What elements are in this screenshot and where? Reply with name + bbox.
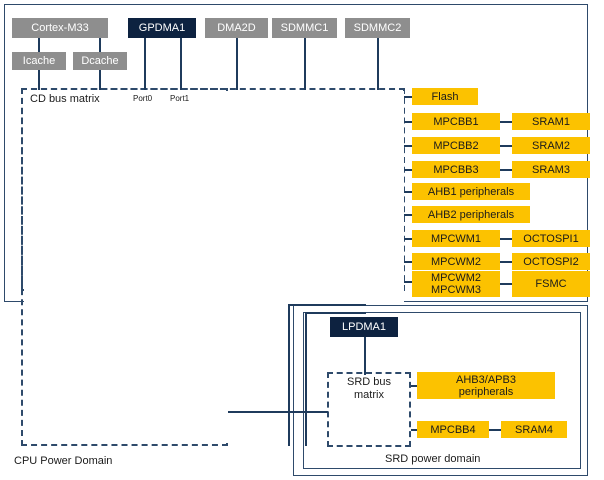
line-lpdma1-bus-top-b bbox=[305, 312, 366, 314]
line-lpdma1-to-srd-bus bbox=[364, 337, 366, 375]
block-sram2[interactable]: SRAM2 bbox=[512, 137, 590, 154]
line-cd-to-mpcbb3 bbox=[404, 169, 414, 171]
block-mpcwm2[interactable]: MPCWM2 bbox=[412, 253, 500, 270]
line-cd-to-mpcbb2 bbox=[404, 145, 414, 147]
line-cd-to-mpcbb1 bbox=[404, 121, 414, 123]
block-ahb2-peripherals[interactable]: AHB2 peripherals bbox=[412, 206, 530, 223]
block-fsmc[interactable]: FSMC bbox=[512, 271, 590, 297]
line-cd-to-mpcwm2 bbox=[404, 261, 414, 263]
label-port0: Port0 bbox=[133, 94, 153, 103]
line-mpcbb4-to-sram4 bbox=[489, 429, 501, 431]
line-mpcwm-to-fsmc bbox=[500, 283, 512, 285]
block-octospi1[interactable]: OCTOSPI1 bbox=[512, 230, 590, 247]
srd-bus-matrix-region bbox=[327, 372, 411, 447]
cpu-power-domain-label: CPU Power Domain bbox=[14, 455, 113, 467]
block-dma2d[interactable]: DMA2D bbox=[205, 18, 268, 38]
block-sdmmc1[interactable]: SDMMC1 bbox=[272, 18, 337, 38]
line-cd-to-mpcwm2-mpcwm3 bbox=[404, 281, 414, 283]
line-cd-to-ahb2-peripherals bbox=[404, 214, 414, 216]
line-srd-to-mpcbb4 bbox=[411, 429, 421, 431]
line-lpdma1-bus-top-a bbox=[288, 304, 366, 306]
line-dma2d-to-cd bbox=[236, 38, 238, 90]
block-mpcbb2[interactable]: MPCBB2 bbox=[412, 137, 500, 154]
line-dcache-to-cd bbox=[99, 70, 101, 90]
line-sdmmc1-to-cd bbox=[304, 38, 306, 90]
block-ahb3-apb3-peripherals[interactable]: AHB3/APB3 peripherals bbox=[417, 372, 555, 399]
line-cortex-to-icache bbox=[38, 38, 40, 52]
line-icache-to-cd bbox=[38, 70, 40, 90]
block-sdmmc2[interactable]: SDMMC2 bbox=[345, 18, 410, 38]
srd-power-domain-label: SRD power domain bbox=[385, 453, 481, 465]
line-cd-to-mpcwm1 bbox=[404, 238, 414, 240]
block-mpcwm2-mpcwm3[interactable]: MPCWM2 MPCWM3 bbox=[412, 271, 500, 297]
line-cd-bus-to-srd-bus bbox=[228, 411, 328, 413]
block-ahb1-peripherals[interactable]: AHB1 peripherals bbox=[412, 183, 530, 200]
line-gpdma1-port1-to-cd bbox=[180, 38, 182, 90]
block-flash[interactable]: Flash bbox=[412, 88, 478, 105]
line-lpdma1-bus-riser-a bbox=[288, 304, 290, 446]
line-mpcwm2-to-octospi2 bbox=[500, 261, 512, 263]
line-srd-to-ahb3-apb3 bbox=[411, 385, 421, 387]
line-lpdma1-bus-riser-b bbox=[305, 312, 307, 446]
block-sram4[interactable]: SRAM4 bbox=[501, 421, 567, 438]
block-mpcbb4[interactable]: MPCBB4 bbox=[417, 421, 489, 438]
block-sram3[interactable]: SRAM3 bbox=[512, 161, 590, 178]
line-cd-to-ahb1-peripherals bbox=[404, 191, 414, 193]
line-mpcbb2-to-sram2 bbox=[500, 145, 512, 147]
block-octospi2[interactable]: OCTOSPI2 bbox=[512, 253, 590, 270]
block-dcache[interactable]: Dcache bbox=[73, 52, 127, 70]
block-sram1[interactable]: SRAM1 bbox=[512, 113, 590, 130]
line-cd-to-flash bbox=[404, 96, 414, 98]
label-port1: Port1 bbox=[170, 94, 190, 103]
line-gpdma1-port0-to-cd bbox=[144, 38, 146, 90]
srd-bus-matrix-label: SRD bus matrix bbox=[346, 376, 392, 401]
line-mpcwm1-to-octospi1 bbox=[500, 238, 512, 240]
block-gpdma1[interactable]: GPDMA1 bbox=[128, 18, 196, 38]
block-mpcwm1[interactable]: MPCWM1 bbox=[412, 230, 500, 247]
block-mpcbb3[interactable]: MPCBB3 bbox=[412, 161, 500, 178]
block-lpdma1[interactable]: LPDMA1 bbox=[330, 317, 398, 337]
line-cortex-to-dcache bbox=[99, 38, 101, 52]
cd-bus-matrix-label: CD bus matrix bbox=[30, 93, 100, 105]
line-sdmmc2-to-cd bbox=[377, 38, 379, 90]
line-mpcbb3-to-sram3 bbox=[500, 169, 512, 171]
block-cortex-m33[interactable]: Cortex-M33 bbox=[12, 18, 108, 38]
block-mpcbb1[interactable]: MPCBB1 bbox=[412, 113, 500, 130]
line-mpcbb1-to-sram1 bbox=[500, 121, 512, 123]
block-icache[interactable]: Icache bbox=[12, 52, 66, 70]
